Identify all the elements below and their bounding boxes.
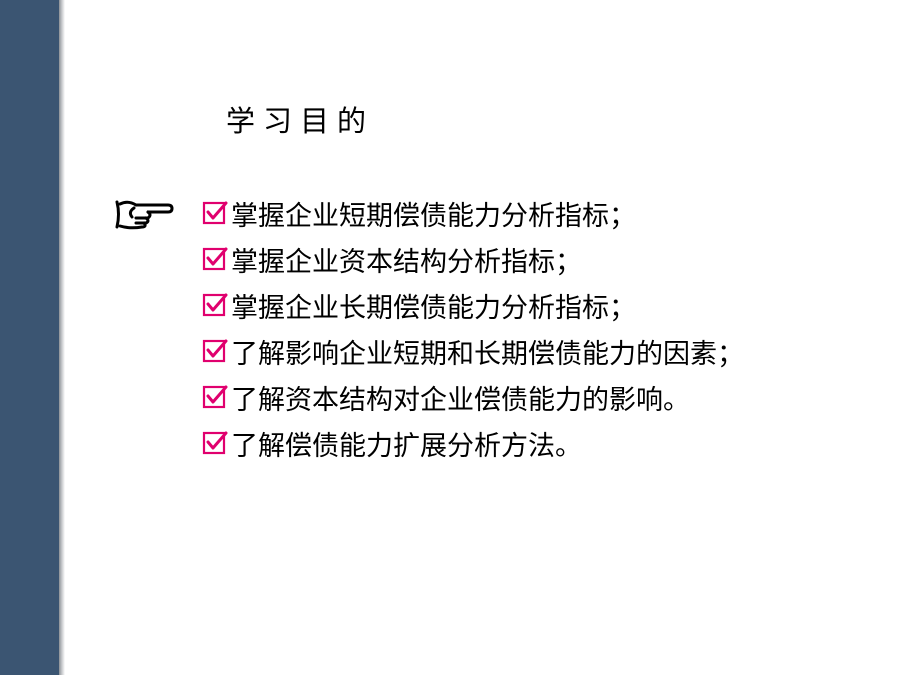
- list-item: 掌握企业短期偿债能力分析指标；: [202, 190, 744, 236]
- objective-text: 掌握企业长期偿债能力分析指标；: [231, 292, 636, 324]
- objective-text: 了解偿债能力扩展分析方法。: [231, 430, 582, 462]
- objective-text: 了解资本结构对企业偿债能力的影响。: [231, 384, 690, 416]
- slide-title: 学习目的: [226, 104, 375, 138]
- list-item: 了解资本结构对企业偿债能力的影响。: [202, 374, 744, 420]
- objective-text: 了解影响企业短期和长期偿债能力的因素；: [231, 338, 744, 370]
- checkbox-checked-icon: [202, 201, 228, 225]
- checkbox-checked-icon: [202, 293, 228, 317]
- list-item: 掌握企业资本结构分析指标；: [202, 236, 744, 282]
- sidebar-shadow: [59, 0, 65, 675]
- pointing-hand-icon: [115, 200, 174, 230]
- objective-text: 掌握企业资本结构分析指标；: [231, 246, 582, 278]
- sidebar-decoration: [0, 0, 59, 675]
- checkbox-checked-icon: [202, 339, 228, 363]
- checkbox-checked-icon: [202, 431, 228, 455]
- list-item: 了解偿债能力扩展分析方法。: [202, 420, 744, 466]
- objective-text: 掌握企业短期偿债能力分析指标；: [231, 200, 636, 232]
- list-item: 了解影响企业短期和长期偿债能力的因素；: [202, 328, 744, 374]
- checkbox-checked-icon: [202, 385, 228, 409]
- objectives-list: 掌握企业短期偿债能力分析指标； 掌握企业资本结构分析指标； 掌握企业长期偿债能力…: [202, 190, 744, 466]
- checkbox-checked-icon: [202, 247, 228, 271]
- list-item: 掌握企业长期偿债能力分析指标；: [202, 282, 744, 328]
